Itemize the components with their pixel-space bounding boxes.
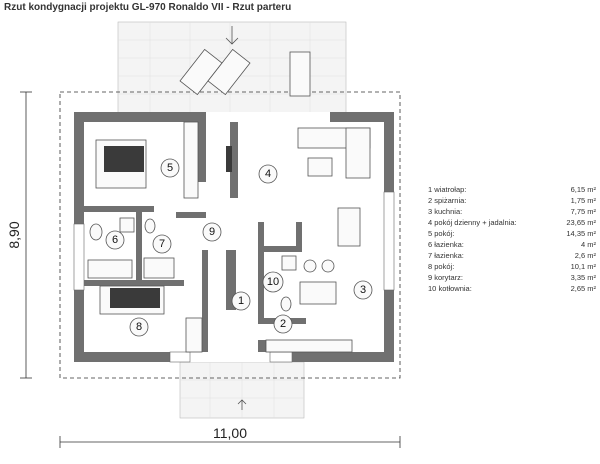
entrance-arrow-bottom (237, 399, 247, 410)
legend-number: 3 (428, 207, 433, 216)
legend-area: 6,15 m² (570, 185, 596, 194)
legend-row: 6 łazienka: 4 m² (428, 239, 596, 250)
room-number-7: 7 (159, 238, 165, 250)
legend-name: pokój dzienny + jadalnia: (434, 218, 517, 227)
room-number-5: 5 (167, 162, 173, 174)
desk-room-8 (185, 317, 203, 353)
legend-area: 23,65 m² (566, 218, 596, 227)
legend-row: 5 pokój: 14,35 m² (428, 228, 596, 239)
legend-area: 1,75 m² (570, 196, 596, 205)
room-number-1: 1 (238, 295, 244, 307)
bathtub (87, 259, 133, 279)
legend-name: kuchnia: (434, 207, 463, 216)
legend-area: 14,35 m² (566, 229, 596, 238)
legend-area: 7,75 m² (570, 207, 596, 216)
legend-name: pokój: (434, 229, 455, 238)
legend-number: 5 (428, 229, 433, 238)
width-dimension-label: 11,00 (213, 425, 247, 441)
legend-number: 2 (428, 196, 433, 205)
bed-cover-room-5 (104, 146, 144, 172)
toilet-boiler-room (280, 296, 292, 312)
legend-area: 4 m² (581, 240, 596, 249)
plan-title: Rzut kondygnacji projektu GL-970 Ronaldo… (4, 2, 292, 13)
legend-name: pokój: (434, 262, 455, 271)
legend-row: 1 wiatrołap: 6,15 m² (428, 184, 596, 195)
legend-number: 4 (428, 218, 433, 227)
room-number-10: 10 (267, 276, 279, 288)
legend-area: 2,6 m² (574, 251, 596, 260)
legend-area: 2,65 m² (570, 284, 596, 293)
bed-cover-room-8 (110, 288, 160, 308)
legend-number: 6 (428, 240, 433, 249)
stool-1 (303, 259, 317, 273)
room-legend: 1 wiatrołap:6,15 m² 2 spiżarnia:1,75 m² … (428, 184, 596, 294)
height-dimension-label: 8,90 (6, 221, 22, 248)
room-number-9: 9 (209, 226, 215, 238)
legend-name: łazienka: (434, 251, 464, 260)
wardrobe-room-5 (183, 121, 199, 199)
sink-bathroom-6 (119, 217, 135, 233)
boiler (281, 255, 297, 271)
legend-number: 10 (428, 284, 437, 293)
legend-name: spiżarnia: (434, 196, 467, 205)
legend-name: wiatrołap: (434, 185, 467, 194)
stool-2 (321, 259, 335, 273)
floor-plan: 11,00 8,90 5 4 6 7 9 10 3 1 2 8 (6, 21, 401, 448)
room-number-8: 8 (136, 321, 142, 333)
sofa-corner (345, 127, 371, 179)
sunbed-2 (207, 48, 251, 96)
legend-row: 8 pokój: 10,1 m² (428, 261, 596, 272)
room-number-2: 2 (280, 318, 286, 330)
legend-row: 3 kuchnia: 7,75 m² (428, 206, 596, 217)
entrance-arrow-top (225, 26, 239, 45)
legend-name: kotłownia: (438, 284, 472, 293)
room-number-6: 6 (112, 234, 118, 246)
legend-row: 4 pokój dzienny + jadalnia: 23,65 m² (428, 217, 596, 228)
toilet-bathroom-6 (89, 223, 103, 241)
roof-outline (59, 91, 401, 379)
windows (73, 191, 395, 363)
terrace-table (289, 51, 311, 97)
legend-number: 9 (428, 273, 433, 282)
legend-row: 9 korytarz: 3,35 m² (428, 272, 596, 283)
legend-area: 10,1 m² (570, 262, 596, 271)
outer-walls (74, 112, 394, 362)
legend-name: łazienka: (434, 240, 464, 249)
legend-row: 10 kotłownia: 2,65 m² (428, 283, 596, 294)
room-number-markers: 5 4 6 7 9 10 3 1 2 8 (105, 158, 373, 337)
legend-row: 7 łazienka: 2,6 m² (428, 250, 596, 261)
legend-row: 2 spiżarnia: 1,75 m² (428, 195, 596, 206)
room-number-4: 4 (265, 168, 271, 180)
tv (226, 146, 232, 172)
shower (143, 257, 175, 279)
toilet-bathroom-7 (144, 218, 156, 234)
coffee-table (307, 157, 333, 177)
legend-number: 7 (428, 251, 433, 260)
kitchen-island (299, 281, 337, 305)
legend-area: 3,35 m² (570, 273, 596, 282)
legend-name: korytarz: (434, 273, 464, 282)
kitchen-counter (265, 339, 353, 353)
legend-number: 1 (428, 185, 433, 194)
dining-table (337, 207, 361, 247)
room-number-3: 3 (360, 284, 366, 296)
legend-number: 8 (428, 262, 433, 271)
